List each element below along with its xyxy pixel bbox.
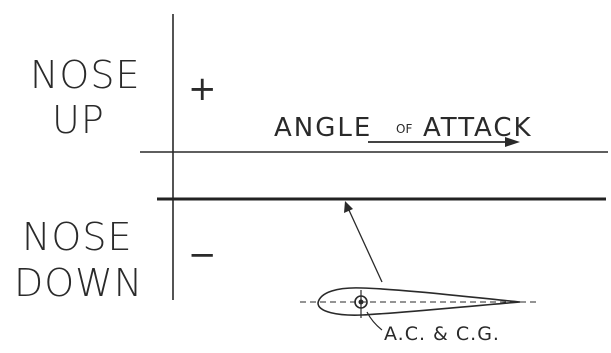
minus-sign: − [188,235,217,275]
x-axis-label-attack: ATTACK [423,113,533,143]
plus-sign: + [188,69,217,109]
x-axis-label-angle: ANGLE [274,113,372,143]
cg-marker-circle [354,295,368,309]
leader-arrowhead [344,201,353,213]
nose-up-label-line1: NOSE [30,53,140,97]
leader-line [347,207,383,283]
nose-down-label-line1: NOSE [22,215,132,259]
annotation-leader [366,311,383,331]
cg-marker-dot [358,299,364,305]
x-axis-label-of: OF [396,122,412,136]
nose-down-label-line2: DOWN [14,261,143,305]
airfoil-annotation: A.C. & C.G. [384,323,500,345]
nose-up-label-line2: UP [52,98,105,142]
airfoil-shape [317,287,521,316]
angle-of-attack-arrowhead [505,137,520,147]
